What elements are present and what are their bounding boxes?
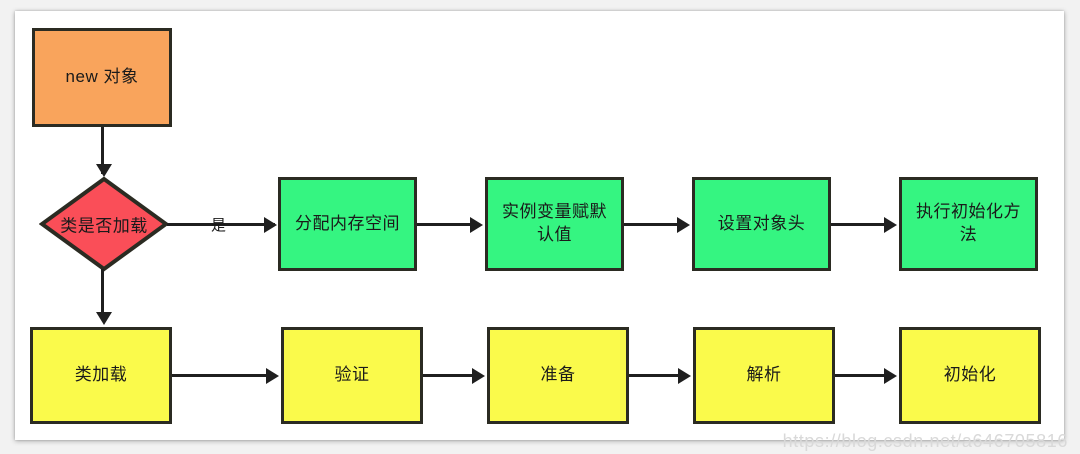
arrowhead-start-to-decision (96, 164, 112, 177)
edge-start-to-decision (101, 127, 104, 174)
phase-node-preparation[interactable]: 准备 (487, 327, 629, 424)
process-node-default-field-values[interactable]: 实例变量赋默 认值 (485, 177, 624, 271)
arrowhead-default-values-to-object-header (677, 217, 690, 233)
edge-object-header-to-init-method (831, 223, 893, 226)
arrowhead-preparation-to-resolution (678, 368, 691, 384)
edge-class-loading-to-verification (172, 374, 275, 377)
process-node-set-object-header[interactable]: 设置对象头 (692, 177, 831, 271)
phase-node-label: 验证 (334, 365, 370, 385)
arrowhead-resolution-to-initialization (884, 368, 897, 384)
phase-node-class-loading[interactable]: 类加载 (30, 327, 172, 424)
start-node-new-object[interactable]: new 对象 (32, 28, 172, 127)
watermark: https://blog.csdn.net/a646705816 (782, 431, 1068, 451)
diamond-shape-icon (39, 176, 169, 272)
start-node-label: new 对象 (65, 67, 139, 87)
edge-verification-to-preparation (423, 374, 481, 377)
edge-resolution-to-initialization (835, 374, 893, 377)
decision-node-is-class-loaded[interactable]: 类是否加载 (39, 176, 169, 272)
process-node-label: 分配内存空间 (295, 213, 400, 233)
arrowhead-class-loading-to-verification (266, 368, 279, 384)
edge-preparation-to-resolution (629, 374, 687, 377)
phase-node-label: 类加载 (74, 365, 128, 385)
phase-node-label: 初始化 (943, 365, 997, 385)
edge-allocate-to-default-values (417, 223, 479, 226)
process-node-execute-init-method[interactable]: 执行初始化方 法 (899, 177, 1038, 271)
process-node-label: 设置对象头 (717, 213, 806, 233)
edge-decision-to-allocate (167, 223, 275, 226)
arrowhead-decision-to-allocate (264, 217, 277, 233)
process-node-label: 执行初始化方 法 (916, 202, 1021, 244)
phase-node-initialization[interactable]: 初始化 (899, 327, 1041, 424)
phase-node-label: 解析 (746, 365, 782, 385)
edge-decision-to-class-load (101, 269, 104, 317)
edge-default-values-to-object-header (624, 223, 686, 226)
arrowhead-decision-to-class-load (96, 312, 112, 325)
arrowhead-object-header-to-init-method (884, 217, 897, 233)
phase-node-verification[interactable]: 验证 (281, 327, 423, 424)
arrowhead-verification-to-preparation (472, 368, 485, 384)
edge-label-yes: 是 (211, 217, 227, 234)
process-node-label: 实例变量赋默 认值 (502, 202, 607, 244)
phase-node-label: 准备 (540, 365, 576, 385)
phase-node-resolution[interactable]: 解析 (693, 327, 835, 424)
arrowhead-allocate-to-default-values (470, 217, 483, 233)
process-node-allocate-memory[interactable]: 分配内存空间 (278, 177, 417, 271)
diagram-canvas: new 对象 类是否加载 是 分配内存空间 实例变量赋默 认值 (15, 11, 1064, 440)
